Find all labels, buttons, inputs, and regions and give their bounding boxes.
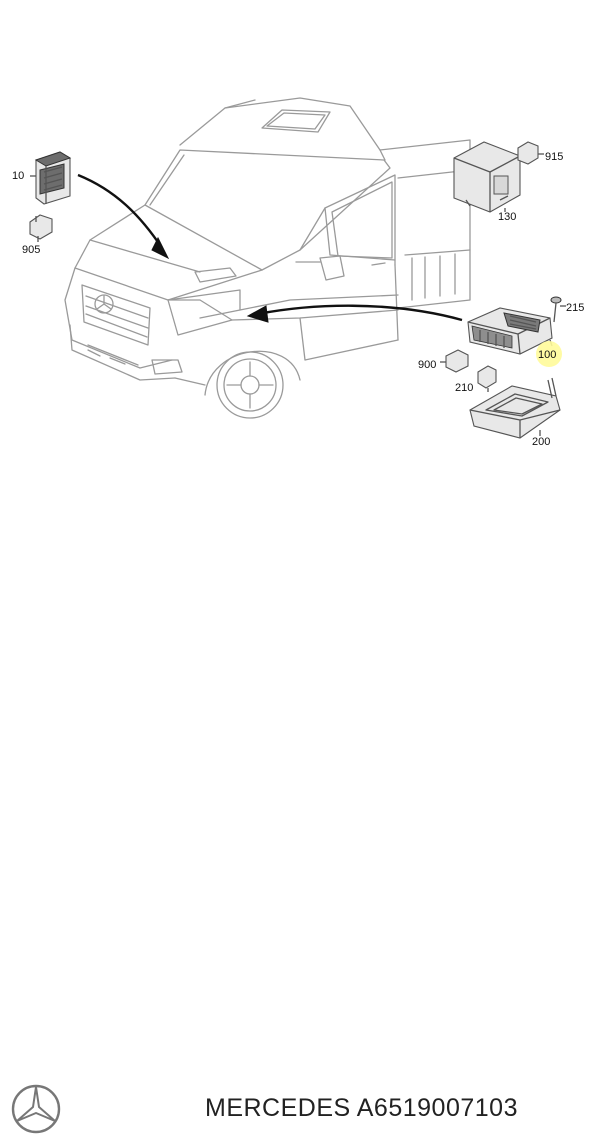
mercedes-star-icon <box>11 1084 61 1134</box>
callout-130: 130 <box>498 211 516 223</box>
part-210-clip <box>477 365 497 389</box>
callout-915: 915 <box>545 151 563 163</box>
part-900-connector <box>445 349 469 373</box>
callout-10: 10 <box>12 170 24 182</box>
part-905-connector <box>29 214 53 240</box>
footer: MERCEDES A6519007103 <box>0 540 600 1134</box>
callout-200: 200 <box>532 436 550 448</box>
part-100-ecu <box>467 307 553 355</box>
part-215-screw <box>550 296 562 323</box>
callout-905: 905 <box>22 244 40 256</box>
leader-lines <box>30 153 566 436</box>
parts-diagram: 10 905 915 130 215 100 900 210 200 <box>12 97 584 448</box>
callout-215: 215 <box>566 302 584 314</box>
part-200-bracket <box>469 377 561 439</box>
brand-part-number: MERCEDES A6519007103 <box>205 1094 518 1122</box>
part-130-module <box>453 141 521 213</box>
callout-100: 100 <box>538 349 556 361</box>
part-915-connector <box>517 141 539 165</box>
arrow-100 <box>246 304 463 323</box>
arrow-10 <box>77 173 170 260</box>
callout-900: 900 <box>418 359 436 371</box>
part-10-module <box>34 151 72 205</box>
highlight-100 <box>536 341 562 367</box>
callout-210: 210 <box>455 382 473 394</box>
van-illustration <box>64 97 471 419</box>
